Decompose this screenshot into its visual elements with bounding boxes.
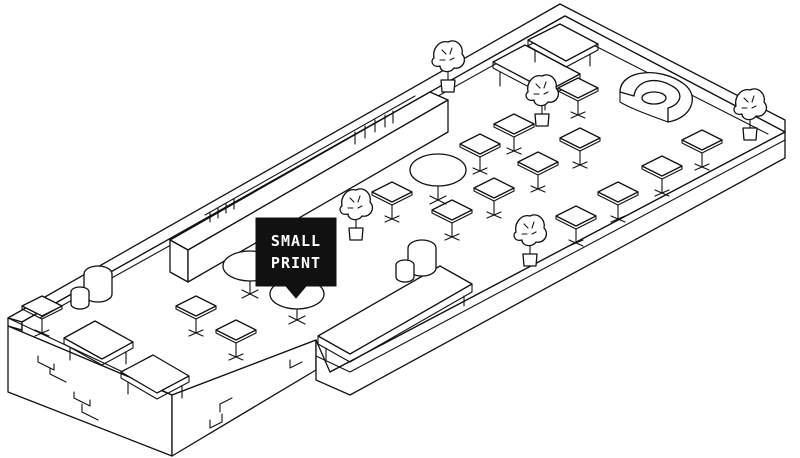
potted-tree-2 bbox=[525, 74, 560, 127]
potted-tree-1 bbox=[431, 40, 466, 93]
square-table-14 bbox=[175, 295, 217, 337]
bar-counter bbox=[169, 91, 449, 283]
square-table-4 bbox=[559, 127, 601, 169]
square-table-10 bbox=[641, 155, 683, 197]
bottles bbox=[209, 110, 394, 223]
square-table-2 bbox=[459, 133, 501, 175]
square-table-6 bbox=[473, 177, 515, 219]
round-table-1 bbox=[409, 153, 467, 205]
logo-line-2: PRINT bbox=[271, 254, 321, 272]
lower-deck-edge bbox=[315, 131, 786, 396]
barrel-4 bbox=[395, 259, 415, 283]
bench-table-2 bbox=[527, 23, 599, 68]
curved-booth bbox=[619, 72, 693, 123]
logo-line-1: SMALL bbox=[271, 232, 321, 250]
barrels bbox=[70, 239, 437, 310]
square-table-11 bbox=[597, 181, 639, 223]
lower-deck-line bbox=[315, 139, 786, 373]
bench-table-4 bbox=[120, 354, 190, 400]
square-table-12 bbox=[555, 205, 597, 247]
back-shelf bbox=[204, 95, 416, 216]
small-print-logo: SMALL PRINT bbox=[255, 217, 337, 299]
square-table-3 bbox=[557, 77, 599, 119]
long-bench-tables bbox=[63, 23, 599, 400]
brick-details bbox=[37, 355, 303, 429]
square-tables bbox=[21, 77, 723, 361]
square-table-1 bbox=[493, 113, 535, 155]
long-front-bench bbox=[317, 265, 473, 363]
barrel-2 bbox=[70, 286, 90, 310]
left-block-top-edge bbox=[7, 317, 317, 396]
square-table-9 bbox=[681, 129, 723, 171]
deck-structure bbox=[7, 3, 786, 457]
potted-tree-4 bbox=[339, 188, 374, 241]
potted-trees bbox=[339, 40, 768, 267]
square-table-8 bbox=[371, 181, 413, 223]
square-table-15 bbox=[215, 319, 257, 361]
square-table-13 bbox=[21, 295, 63, 337]
potted-tree-3 bbox=[733, 88, 768, 141]
logo-marker-shape bbox=[255, 217, 337, 299]
bar-front bbox=[187, 99, 449, 283]
bench-table-3 bbox=[63, 320, 134, 366]
potted-tree-5 bbox=[513, 214, 548, 267]
square-table-5 bbox=[517, 151, 559, 193]
